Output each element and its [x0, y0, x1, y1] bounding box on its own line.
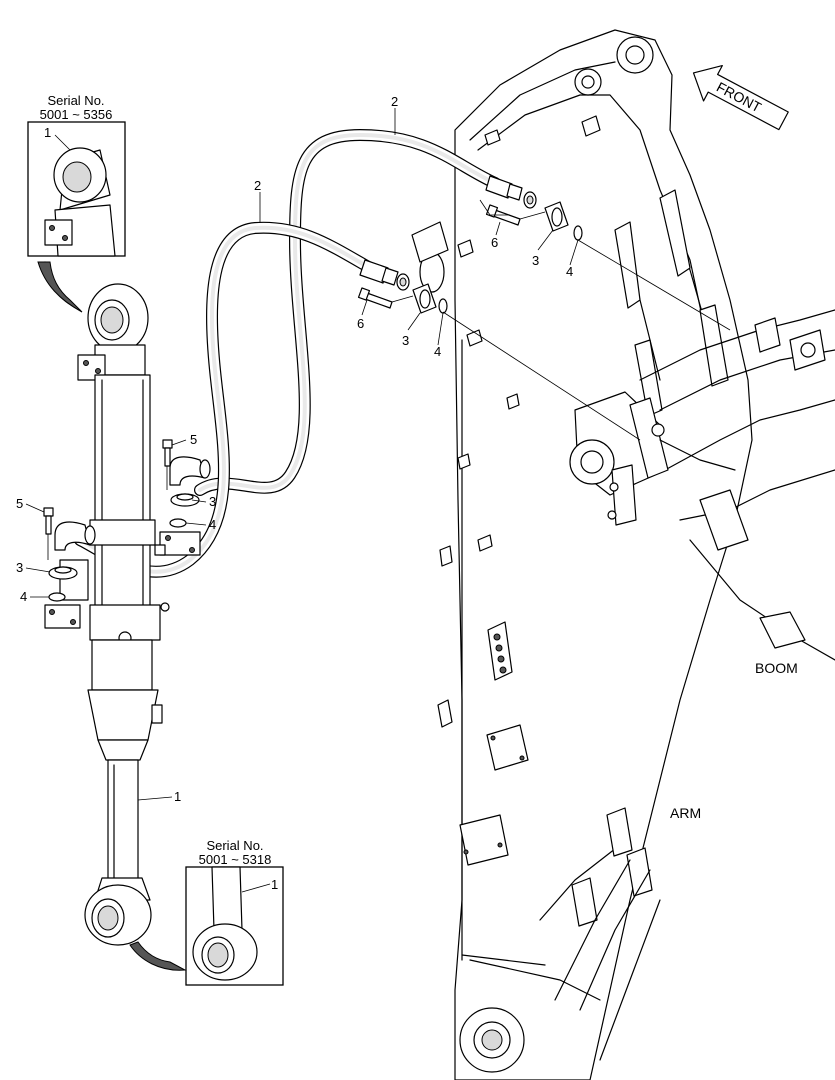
- callout-hose-lower: 2: [254, 178, 261, 193]
- callout-oring-upper: 4: [566, 264, 573, 279]
- inset-top: [27, 121, 126, 257]
- o-ring-cyl-lower: [48, 592, 66, 602]
- cylinder-port-lower: [44, 559, 89, 629]
- inset-top-callout: 1: [44, 125, 51, 140]
- callout-cylinder: 1: [174, 789, 181, 804]
- bolt-lower: [357, 287, 393, 309]
- callout-bolt-cyl-lower: 5: [16, 496, 23, 511]
- o-ring-lower: [438, 298, 448, 314]
- inset-top-arrowhead: [37, 261, 83, 313]
- callout-flange-upper: 3: [532, 253, 539, 268]
- callout-bolt-lower: 6: [357, 316, 364, 331]
- front-arrow: [692, 65, 789, 131]
- arm-cylinder-pin-assembly: [569, 391, 736, 526]
- o-ring-cyl-upper: [169, 518, 187, 528]
- arm-label: ARM: [670, 805, 701, 821]
- split-flange-lower: [412, 283, 437, 314]
- split-flange-upper: [544, 201, 569, 232]
- elbow-upper: [169, 456, 211, 486]
- inset-top-serial-range: 5001 ~ 5356: [40, 107, 113, 122]
- leader-lines: [25, 108, 579, 801]
- hydraulic-cylinder: [77, 283, 170, 946]
- inset-bottom-serial-range: 5001 ~ 5318: [199, 852, 272, 867]
- callout-bolt-upper: 6: [491, 235, 498, 250]
- o-ring-upper: [573, 225, 583, 241]
- inset-bottom-arrowhead: [129, 941, 187, 971]
- cylinder-port-upper: [154, 531, 201, 556]
- callout-oring-lower: 4: [434, 344, 441, 359]
- callout-oring-cyl-lower: 4: [20, 589, 27, 604]
- boom-label: BOOM: [755, 660, 798, 676]
- callout-flange-cyl-lower: 3: [16, 560, 23, 575]
- bolt-cyl-lower: [43, 507, 54, 560]
- callout-flange-cyl-upper: 3: [209, 494, 216, 509]
- inset-bottom-callout: 1: [271, 877, 278, 892]
- inset-bottom: [185, 866, 284, 986]
- hose-end-fitting-lower: [359, 259, 410, 291]
- hose-lower: [74, 221, 376, 578]
- callout-flange-lower: 3: [402, 333, 409, 348]
- hose-end-fitting-upper: [485, 175, 537, 209]
- split-flange-cyl-lower: [48, 566, 78, 580]
- callout-bolt-cyl-upper: 5: [190, 432, 197, 447]
- bolt-cyl-upper: [162, 439, 173, 490]
- callout-hose-upper: 2: [391, 94, 398, 109]
- elbow-lower: [54, 521, 96, 551]
- inset-top-serial-title: Serial No.: [47, 93, 104, 108]
- inset-bottom-serial-title: Serial No.: [206, 838, 263, 853]
- callout-oring-cyl-upper: 4: [209, 517, 216, 532]
- boom-structure: [639, 309, 835, 661]
- arm-structure: [411, 29, 753, 1080]
- split-flange-cyl-upper: [170, 493, 200, 507]
- hose-upper: [194, 129, 501, 496]
